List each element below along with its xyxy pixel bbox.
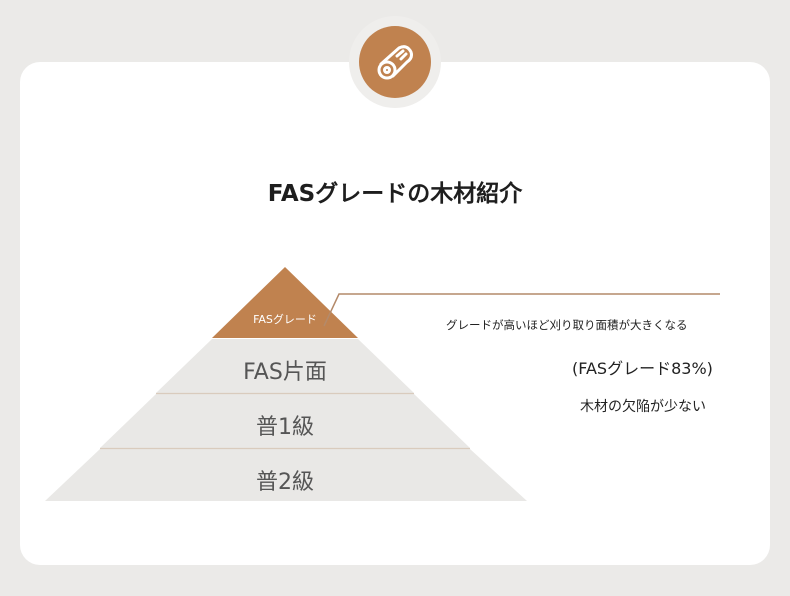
callout-line — [323, 293, 720, 327]
pyramid-level-fas-one-side — [156, 339, 414, 393]
note-percent: (FASグレード83%) — [572, 359, 713, 378]
pyramid-level-fas — [212, 267, 358, 338]
level-label-fas-one-side: FAS片面 — [243, 360, 327, 385]
pyramid-level-grade1 — [100, 394, 470, 448]
page-title: FASグレードの木材紹介 — [267, 181, 523, 207]
level-label-fas: FASグレード — [253, 313, 317, 326]
level-label-grade2: 普2級 — [256, 470, 314, 495]
wood-log-icon — [359, 26, 431, 98]
note-defects: 木材の欠陥が少ない — [580, 399, 706, 415]
note-area: グレードが高いほど刈り取り面積が大きくなる — [446, 318, 688, 332]
pyramid-level-grade2 — [45, 449, 527, 501]
level-label-grade1: 普1級 — [256, 415, 314, 440]
